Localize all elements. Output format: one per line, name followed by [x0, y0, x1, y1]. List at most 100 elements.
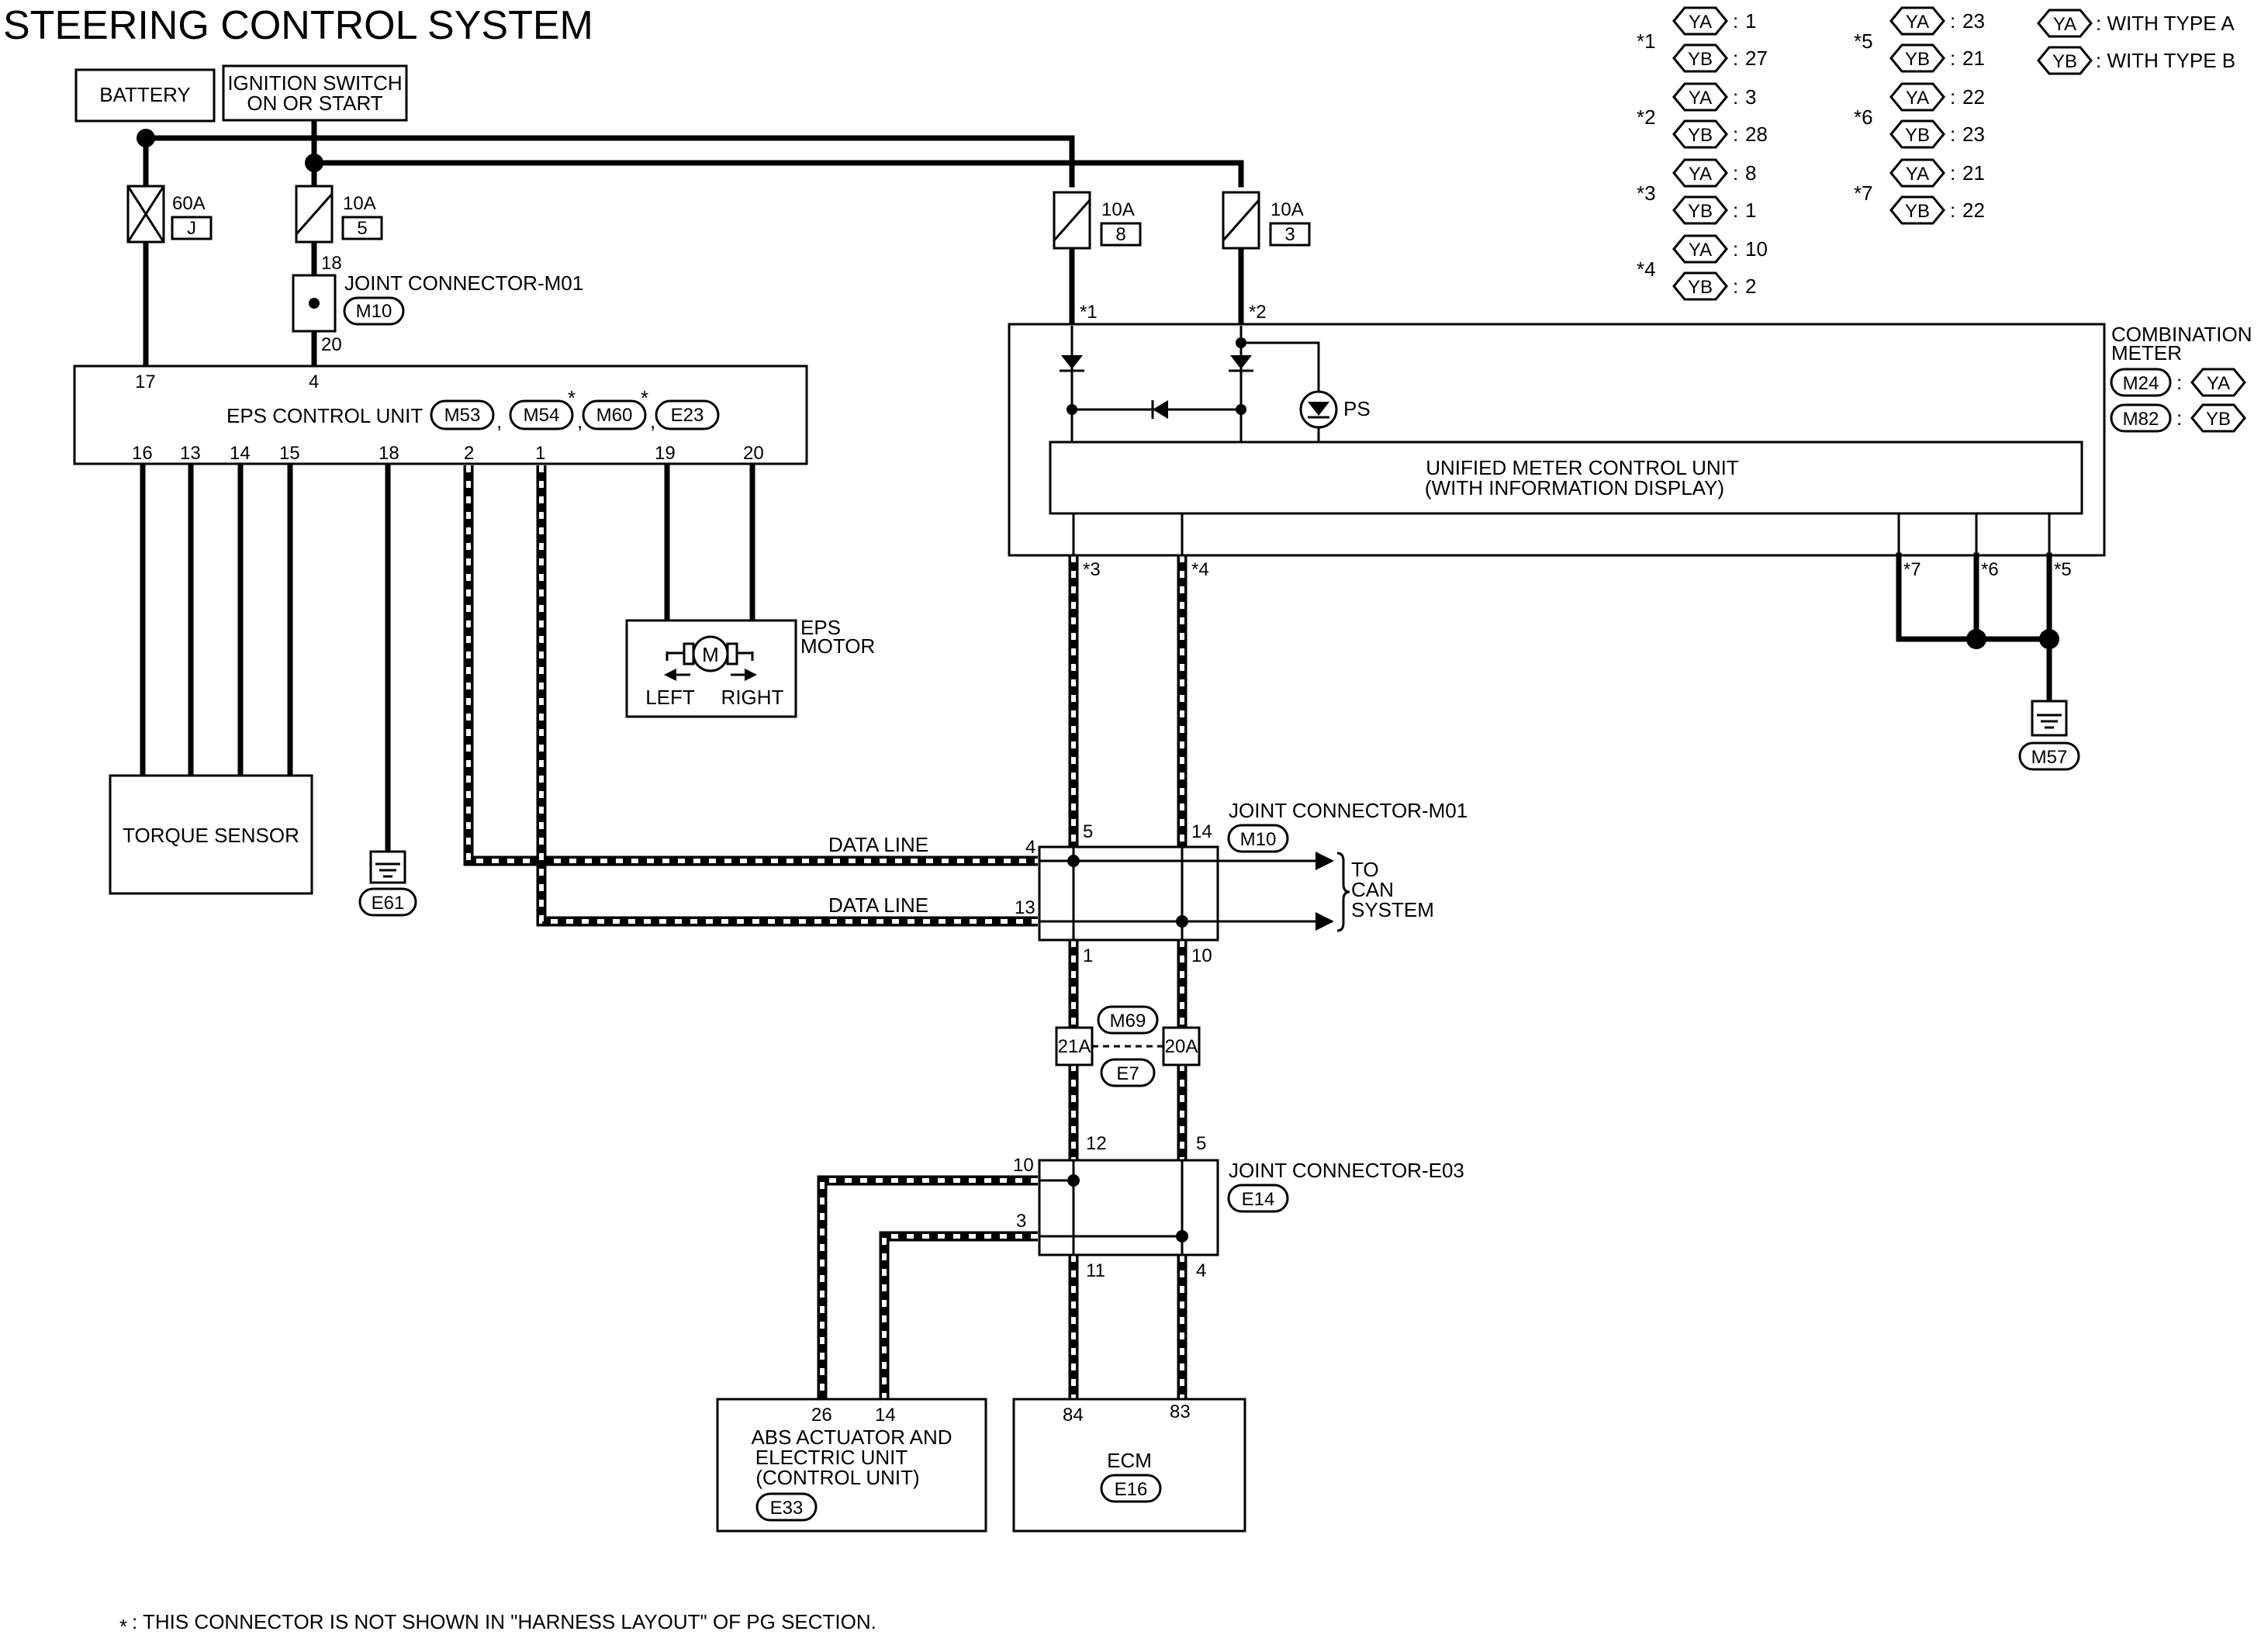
- legend-pin-value: 28: [1745, 123, 1768, 146]
- type-tag: YB: [1688, 201, 1713, 222]
- pin-label: 26: [811, 1405, 832, 1426]
- type-tag-shape: [1672, 234, 1728, 264]
- pin-label: 14: [1191, 821, 1212, 842]
- ground-e61: E61: [358, 462, 417, 917]
- separator: :: [1733, 47, 1738, 70]
- pin-label: 5: [1083, 821, 1093, 842]
- ignition-label-1: IGNITION SWITCH: [227, 71, 402, 95]
- connector-id: E23: [671, 405, 704, 426]
- abs-label-1: ABS ACTUATOR AND: [751, 1426, 952, 1449]
- ground-m57: M57: [1896, 552, 2080, 771]
- legend-type-b: : WITH TYPE B: [2096, 49, 2235, 72]
- type-tag-shape: [1889, 6, 1945, 36]
- ground-id: E61: [372, 893, 405, 914]
- type-tag-shape: [1889, 158, 1945, 188]
- type-tag-shape: [1672, 158, 1728, 188]
- battery-label: BATTERY: [99, 83, 191, 106]
- combination-meter: PS UNIFIED METER CONTROL UNIT (WITH INFO…: [1008, 323, 2252, 557]
- torque-sensor-wires: [140, 462, 293, 779]
- pin-label: 4: [1025, 837, 1035, 858]
- fusible-link-60a: 60A J: [126, 185, 213, 244]
- motor-left-label: LEFT: [645, 686, 695, 709]
- can-data-lines: [463, 465, 1188, 1399]
- joint-connector-e03: 12 5 10 3 11 4 JOINT CONNECTOR-E03 E14: [1013, 1133, 1464, 1281]
- legend-pin-value: 10: [1745, 237, 1768, 261]
- fuse-amp: 60A: [172, 193, 206, 214]
- star-mark: *2: [1249, 302, 1267, 323]
- type-legend: *1YA:1YB:27*2YA:3YB:28*3YA:8YB:1*4YA:10Y…: [1637, 6, 1985, 301]
- combination-meter-label-1: COMBINATION: [2111, 323, 2252, 346]
- pin-label: 19: [655, 443, 676, 464]
- legend-group: *1YA:1YB:27: [1637, 6, 1768, 73]
- star-mark: *5: [2054, 559, 2072, 580]
- joint-connector-m01-top: 18 20 JOINT CONNECTOR-M01 M10: [292, 253, 583, 355]
- legend-pin-value: 21: [1962, 161, 1985, 185]
- pin-label: 4: [1196, 1260, 1206, 1281]
- pin-label: 13: [1015, 897, 1035, 918]
- eps-motor-label-2: MOTOR: [800, 634, 875, 658]
- separator: :: [1733, 9, 1738, 33]
- separator: :: [1733, 275, 1738, 298]
- to-can-label-3: SYSTEM: [1351, 898, 1434, 921]
- connector-id: M60: [596, 405, 633, 426]
- star-mark: *4: [1191, 559, 1209, 580]
- type-tag-shape: [1672, 6, 1728, 36]
- pin-label: 14: [230, 443, 251, 464]
- connector-id: M82: [2123, 409, 2159, 430]
- pin-label: 84: [1063, 1405, 1084, 1426]
- type-tag: YB: [1905, 201, 1930, 222]
- type-tag: YA: [1689, 88, 1712, 109]
- inline-connector-m69-e7: 21A 20A M69 E7: [1055, 1005, 1201, 1087]
- separator: :: [1950, 47, 1955, 70]
- joint-connector-label: JOINT CONNECTOR-M01: [1229, 799, 1468, 822]
- pin-label: 3: [1016, 1211, 1026, 1232]
- separator: :: [1950, 85, 1955, 109]
- legend-pin-value: 8: [1745, 161, 1756, 185]
- star-mark: *: [568, 386, 576, 410]
- pin-label: 20A: [1165, 1036, 1198, 1057]
- type-tag: YA: [1689, 164, 1712, 185]
- type-tag: YB: [1688, 277, 1713, 298]
- to-can-arrows: TO CAN SYSTEM: [1218, 852, 1434, 932]
- eps-pin-4: 4: [309, 372, 319, 392]
- legend-pin-value: 2: [1745, 275, 1756, 298]
- diagram-title: STEERING CONTROL SYSTEM: [3, 3, 593, 48]
- pin-label: 5: [1196, 1133, 1206, 1154]
- connector-id: M10: [1240, 829, 1277, 850]
- type-tag: YB: [1688, 125, 1713, 146]
- fuse-amp: 10A: [1271, 199, 1304, 220]
- pin-label: 20: [743, 443, 764, 464]
- joint-connector-label: JOINT CONNECTOR-E03: [1229, 1159, 1464, 1182]
- ignition-label-2: ON OR START: [247, 92, 382, 115]
- abs-actuator-unit: 26 14 ABS ACTUATOR AND ELECTRIC UNIT (CO…: [716, 1398, 987, 1533]
- pin-label: 11: [1086, 1260, 1105, 1281]
- eps-bottom-pins: 16 13 14 15 18 2 1 19 20: [132, 443, 764, 464]
- connector-id: M24: [2123, 373, 2159, 394]
- legend-pin-value: 22: [1962, 199, 1985, 222]
- star-mark: *: [641, 386, 648, 410]
- legend-star: *5: [1854, 29, 1873, 53]
- fuse-10a-3: 10A 3: [1222, 191, 1311, 250]
- separator: :: [2176, 371, 2182, 394]
- joint-connector-m01-can: 5 14 4 13 1 10 JOINT CONNECTOR-M01 M10: [1015, 799, 1468, 966]
- joint-connector-label: JOINT CONNECTOR-M01: [344, 271, 583, 295]
- type-tag-shape: [1672, 82, 1728, 112]
- pin-label: 13: [180, 443, 201, 464]
- legend-star: *2: [1637, 105, 1656, 129]
- legend-star: *4: [1637, 257, 1656, 281]
- type-tag-shape: [1672, 271, 1728, 301]
- legend-pin-value: 21: [1962, 47, 1985, 70]
- connector-id: M53: [444, 405, 481, 426]
- type-tag-shape: [1672, 43, 1728, 73]
- pin-label: 83: [1170, 1401, 1191, 1422]
- star-mark: *7: [1903, 559, 1921, 580]
- legend-pin-value: 1: [1745, 9, 1756, 33]
- motor-right-label: RIGHT: [721, 686, 784, 709]
- type-tag: YA: [1906, 164, 1929, 185]
- type-tag-shape: [1889, 119, 1945, 149]
- fuse-id: 8: [1115, 224, 1125, 245]
- pin-label: 15: [279, 443, 300, 464]
